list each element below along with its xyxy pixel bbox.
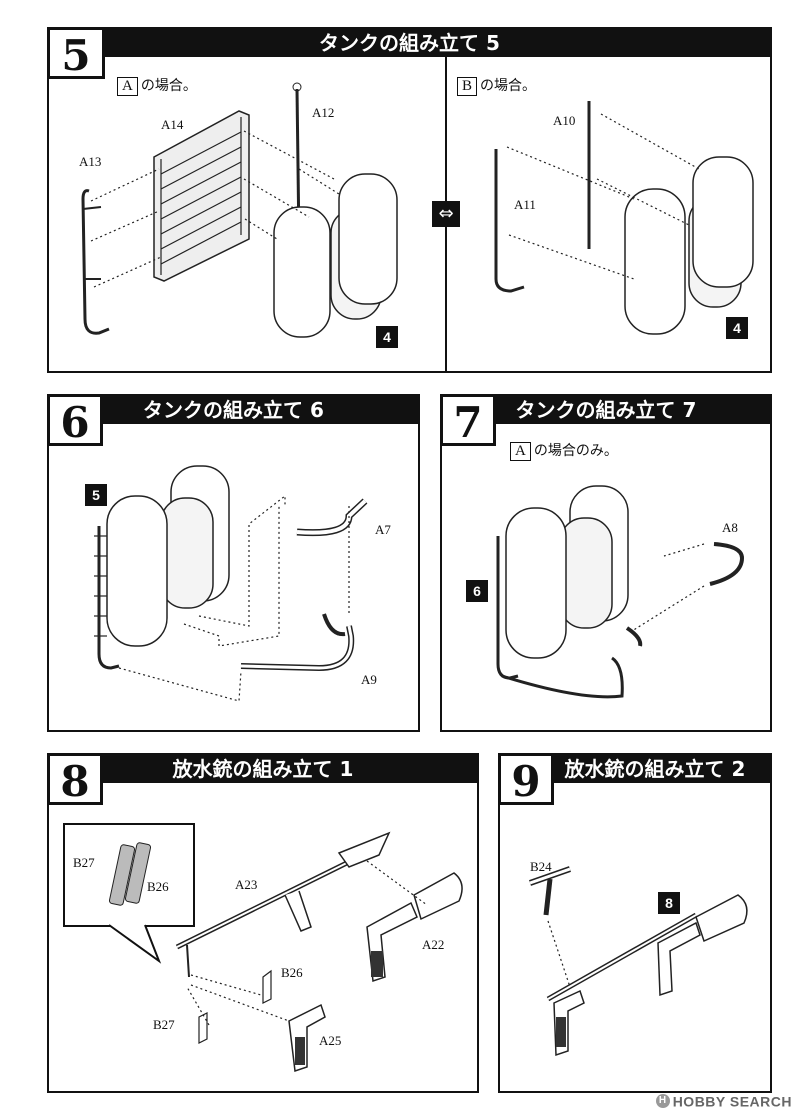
step-5-number: 5 bbox=[47, 27, 105, 80]
step-9-number: 9 bbox=[498, 753, 554, 806]
label-a13: A13 bbox=[79, 154, 102, 169]
label-b27-inset: B27 bbox=[73, 855, 95, 870]
label-a9: A9 bbox=[361, 672, 377, 687]
step-8-title: 放水銃の組み立て 1 bbox=[49, 755, 477, 783]
label-b24: B24 bbox=[530, 859, 552, 874]
step-5-illustration bbox=[81, 82, 754, 338]
label-a10: A10 bbox=[553, 113, 576, 128]
step-7-ref-prev: 6 bbox=[466, 580, 488, 602]
label-a14: A14 bbox=[161, 117, 184, 132]
label-b27: B27 bbox=[153, 1017, 175, 1032]
label-a23: A23 bbox=[235, 877, 258, 892]
label-a22: A22 bbox=[422, 937, 445, 952]
variant-b-text: の場合。 bbox=[480, 78, 537, 94]
step-5-title: タンクの組み立て 5 bbox=[49, 29, 770, 57]
step-6-number: 6 bbox=[47, 394, 103, 447]
step-6-illustration bbox=[94, 465, 368, 702]
variant-b-box: B bbox=[457, 77, 478, 96]
swap-arrow-icon: ⇔ bbox=[432, 201, 460, 227]
label-a8: A8 bbox=[722, 520, 738, 535]
step-9-panel: 放水銃の組み立て 2 9 B24 8 bbox=[498, 753, 772, 1093]
step-5-ref-right: 4 bbox=[726, 317, 748, 339]
step-5-ref-left: 4 bbox=[376, 326, 398, 348]
step-6-title: タンクの組み立て 6 bbox=[49, 396, 418, 424]
watermark-text: HOBBY SEARCH bbox=[672, 1093, 792, 1109]
label-b26: B26 bbox=[281, 965, 303, 980]
step-9-illustration bbox=[529, 866, 748, 1057]
hobby-search-logo-icon: H bbox=[655, 1094, 670, 1108]
step-7-number: 7 bbox=[440, 394, 496, 447]
label-a12: A12 bbox=[312, 105, 335, 120]
variant-a-box: A bbox=[117, 77, 138, 96]
step-7-title: タンクの組み立て 7 bbox=[442, 396, 770, 424]
variant-a-text: の場合。 bbox=[140, 78, 197, 94]
step-7-variant-box: A bbox=[510, 442, 531, 461]
step-9-ref-prev: 8 bbox=[658, 892, 680, 914]
step-8-panel: 放水銃の組み立て 1 8 B27 B26 A23 A22 B26 B27 A25 bbox=[47, 753, 479, 1093]
step-8-number: 8 bbox=[47, 753, 103, 806]
step-6-panel: タンクの組み立て 6 6 5 A7 A9 bbox=[47, 394, 420, 732]
step-8-illustration bbox=[108, 831, 463, 1073]
step-7-illustration bbox=[496, 485, 745, 699]
label-b26-inset: B26 bbox=[147, 879, 169, 894]
label-a7: A7 bbox=[375, 522, 391, 537]
step-6-ref-prev: 5 bbox=[85, 484, 107, 506]
label-a11: A11 bbox=[514, 197, 536, 212]
step-7-variant-text: の場合のみ。 bbox=[533, 443, 618, 459]
label-a25: A25 bbox=[319, 1033, 342, 1048]
